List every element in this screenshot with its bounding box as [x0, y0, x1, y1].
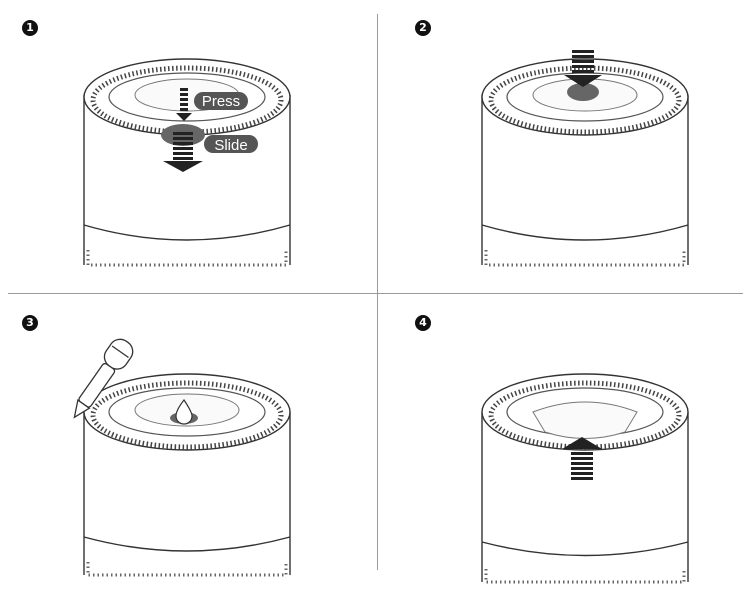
bottom-grille	[484, 569, 686, 584]
device-illustration	[73, 338, 291, 577]
step-number: 3	[22, 315, 38, 331]
bottom-grille	[86, 562, 288, 577]
step-number: 1	[22, 20, 38, 36]
step-4-panel: 4	[378, 297, 748, 587]
droplet-icon	[175, 398, 193, 425]
grille-ring	[488, 65, 682, 135]
horizontal-divider	[8, 293, 743, 294]
bottom-grille	[484, 250, 686, 267]
tank-cap	[532, 401, 638, 439]
device-body	[83, 95, 291, 265]
press-label-text: Press	[202, 93, 240, 110]
down-arrow-icon	[163, 132, 203, 172]
device-illustration	[481, 50, 689, 267]
press-label: Press	[194, 92, 248, 110]
step-1-panel: 1 Press Slide	[0, 0, 370, 290]
slide-label-text: Slide	[214, 137, 247, 154]
step-3-panel: 3	[0, 297, 370, 587]
dropper-icon	[73, 338, 134, 419]
down-arrow-icon	[176, 88, 192, 121]
down-arrow-icon	[564, 50, 602, 87]
step-number: 4	[415, 315, 431, 331]
up-arrow-icon	[562, 437, 602, 480]
step-number: 2	[415, 20, 431, 36]
latch-button	[567, 83, 599, 101]
step-2-panel: 2	[378, 0, 748, 290]
device-illustration	[481, 373, 689, 584]
slide-label: Slide	[204, 135, 258, 154]
device-body	[481, 95, 689, 265]
device-body	[481, 412, 689, 582]
device-body	[83, 412, 291, 575]
bottom-grille	[86, 250, 288, 267]
grille-ring	[90, 380, 284, 450]
vertical-divider	[377, 14, 378, 570]
device-illustration: Press Slide	[83, 58, 291, 267]
